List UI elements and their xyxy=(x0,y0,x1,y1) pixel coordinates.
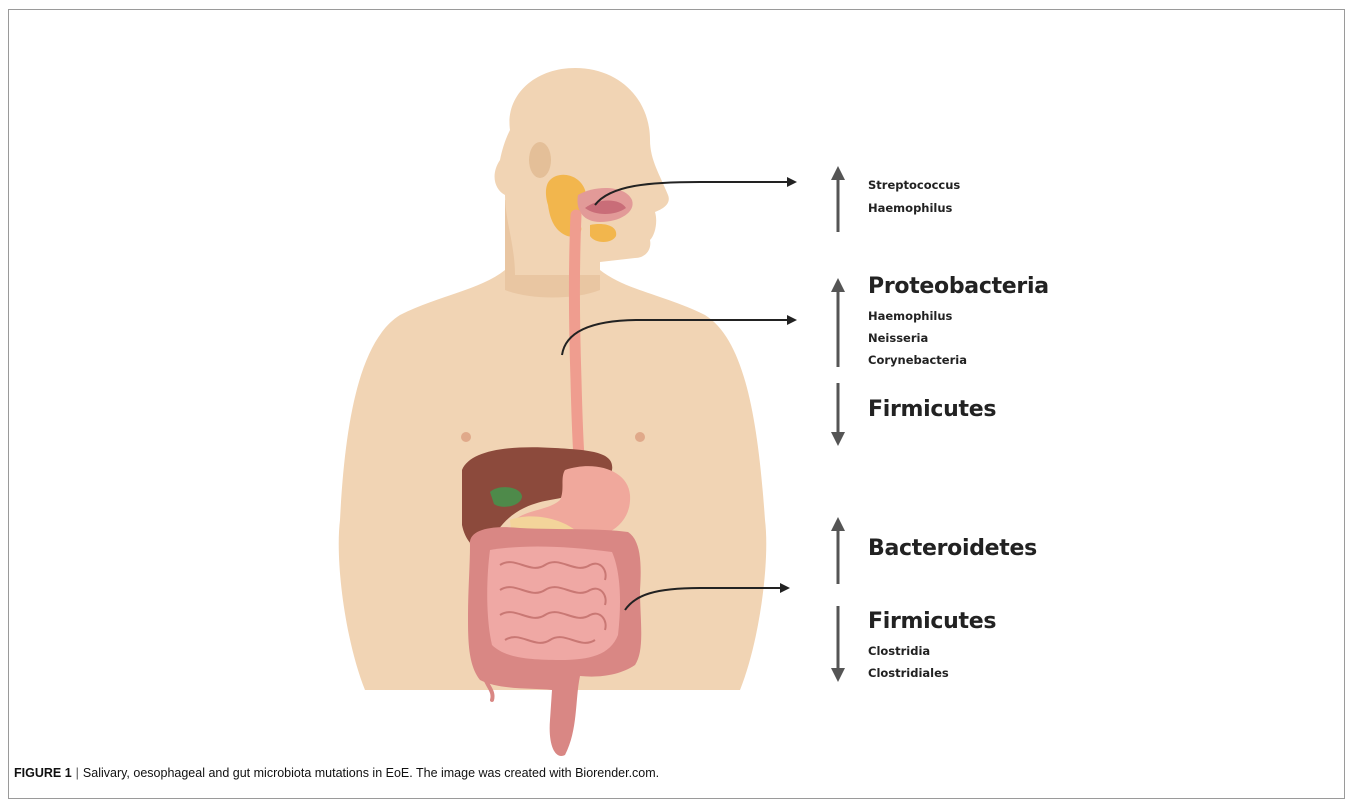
nipple-left xyxy=(461,432,471,442)
trend-arrow-down-3 xyxy=(831,383,845,446)
caption-text: Salivary, oesophageal and gut microbiota… xyxy=(83,766,659,780)
esophagus xyxy=(575,215,581,470)
label-firmicutes-esophageal: Firmicutes xyxy=(868,397,996,422)
small-intestine xyxy=(487,546,620,660)
label-haemophilus-esophageal: Haemophilus xyxy=(868,309,952,323)
label-neisseria: Neisseria xyxy=(868,331,928,345)
figure-illustration xyxy=(0,0,1355,760)
trend-arrow-up-1 xyxy=(831,166,845,232)
trend-arrow-down-5 xyxy=(831,606,845,682)
intestines xyxy=(468,527,641,756)
nipple-right xyxy=(635,432,645,442)
trend-arrows xyxy=(831,166,845,682)
label-streptococcus: Streptococcus xyxy=(868,178,960,192)
label-haemophilus-oral: Haemophilus xyxy=(868,201,952,215)
head xyxy=(495,68,669,275)
trend-arrow-up-4 xyxy=(831,517,845,584)
caption-label: FIGURE 1 xyxy=(14,766,72,780)
label-clostridiales: Clostridiales xyxy=(868,666,949,680)
label-clostridia: Clostridia xyxy=(868,644,930,658)
figure-caption: FIGURE 1 | Salivary, oesophageal and gut m… xyxy=(14,766,659,780)
label-proteobacteria: Proteobacteria xyxy=(868,274,1049,299)
caption-separator: | xyxy=(76,766,79,780)
ear xyxy=(529,142,551,178)
label-firmicutes-gut: Firmicutes xyxy=(868,609,996,634)
label-bacteroidetes: Bacteroidetes xyxy=(868,536,1037,561)
label-corynebacteria: Corynebacteria xyxy=(868,353,967,367)
trend-arrow-up-2 xyxy=(831,278,845,367)
